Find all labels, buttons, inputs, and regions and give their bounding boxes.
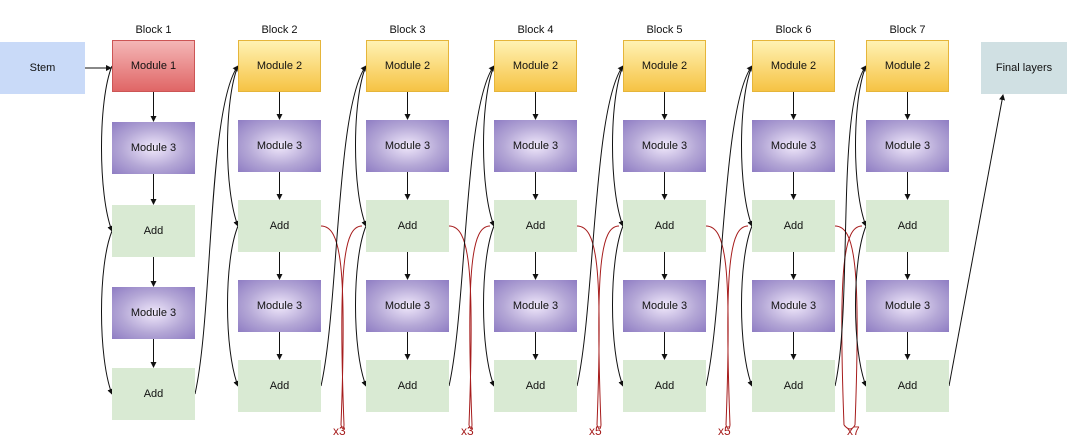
repeat-bracket	[320, 225, 344, 426]
repeat-count-label: x3	[461, 424, 474, 438]
module-3-node: Module 3	[752, 280, 835, 332]
skip-connection	[855, 65, 867, 227]
module-3-node: Module 3	[494, 120, 577, 172]
repeat-bracket	[576, 225, 600, 426]
add-node: Add	[366, 360, 449, 412]
block-link	[834, 65, 867, 387]
to-final-layers	[948, 94, 1006, 387]
module-1-node: Module 1	[112, 40, 195, 92]
skip-connection	[612, 225, 624, 387]
skip-connection	[612, 65, 624, 227]
add-node: Add	[494, 360, 577, 412]
block-title: Block 1	[135, 24, 172, 36]
repeat-count-label: x7	[847, 424, 860, 438]
skip-connection	[101, 65, 113, 232]
block-link	[705, 65, 753, 387]
add-node: Add	[238, 360, 321, 412]
repeat-bracket	[596, 424, 602, 430]
repeat-bracket	[727, 225, 749, 426]
module-3-node: Module 3	[623, 280, 706, 332]
block-link	[448, 65, 495, 387]
module-2-node: Module 2	[866, 40, 949, 92]
skip-connection	[227, 225, 239, 387]
repeat-bracket	[834, 225, 858, 426]
module-3-node: Module 3	[752, 120, 835, 172]
repeat-bracket	[725, 424, 731, 430]
add-node: Add	[366, 200, 449, 252]
repeat-count-label: x5	[589, 424, 602, 438]
module-3-node: Module 3	[238, 280, 321, 332]
block-title: Block 3	[389, 24, 426, 36]
block-title: Block 2	[261, 24, 298, 36]
module-3-node: Module 3	[366, 120, 449, 172]
module-3-node: Module 3	[366, 280, 449, 332]
add-node: Add	[494, 200, 577, 252]
repeat-bracket	[841, 225, 863, 426]
skip-connection	[483, 65, 495, 227]
repeat-bracket	[469, 225, 491, 426]
repeat-bracket	[340, 424, 345, 430]
block-link	[320, 65, 367, 387]
final-layers-node: Final layers	[981, 42, 1067, 94]
skip-connection	[741, 65, 753, 227]
block-link	[194, 65, 239, 395]
add-node: Add	[752, 200, 835, 252]
skip-connection	[101, 230, 113, 395]
module-3-node: Module 3	[112, 122, 195, 174]
repeat-bracket	[341, 225, 363, 426]
skip-connection	[355, 65, 367, 227]
add-node: Add	[238, 200, 321, 252]
module-3-node: Module 3	[112, 287, 195, 339]
module-3-node: Module 3	[623, 120, 706, 172]
block-title: Block 6	[775, 24, 812, 36]
skip-connection	[355, 225, 367, 387]
repeat-bracket	[598, 225, 620, 426]
repeat-bracket	[843, 424, 856, 430]
add-node: Add	[112, 205, 195, 257]
add-node: Add	[866, 360, 949, 412]
block-title: Block 4	[517, 24, 554, 36]
repeat-count-label: x3	[333, 424, 346, 438]
add-node: Add	[866, 200, 949, 252]
block-title: Block 7	[889, 24, 926, 36]
add-node: Add	[623, 200, 706, 252]
add-node: Add	[623, 360, 706, 412]
add-node: Add	[752, 360, 835, 412]
stem-node: Stem	[0, 42, 85, 94]
module-2-node: Module 2	[366, 40, 449, 92]
module-3-node: Module 3	[866, 280, 949, 332]
module-2-node: Module 2	[494, 40, 577, 92]
skip-connection	[483, 225, 495, 387]
repeat-count-label: x5	[718, 424, 731, 438]
skip-connection	[855, 225, 867, 387]
module-2-node: Module 2	[752, 40, 835, 92]
skip-connection	[227, 65, 239, 227]
repeat-bracket	[468, 424, 473, 430]
module-2-node: Module 2	[238, 40, 321, 92]
module-3-node: Module 3	[494, 280, 577, 332]
block-link	[576, 65, 624, 387]
skip-connection	[741, 225, 753, 387]
add-node: Add	[112, 368, 195, 420]
module-2-node: Module 2	[623, 40, 706, 92]
module-3-node: Module 3	[866, 120, 949, 172]
module-3-node: Module 3	[238, 120, 321, 172]
repeat-bracket	[448, 225, 472, 426]
repeat-bracket	[705, 225, 729, 426]
block-title: Block 5	[646, 24, 683, 36]
